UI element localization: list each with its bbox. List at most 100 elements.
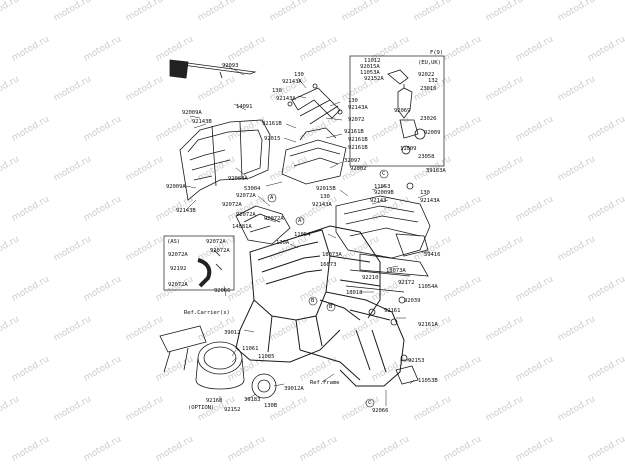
- label-92093: 92093: [222, 63, 239, 69]
- label-18073a-a: 18073A: [322, 252, 342, 258]
- label-92002: 92002: [350, 166, 367, 172]
- label-92066-a: 92066: [214, 288, 231, 294]
- label-92143b-bottom: 92143B: [176, 208, 196, 214]
- label-92009b: 92009B: [374, 190, 394, 196]
- label-92161b-b: 92161B: [344, 129, 364, 135]
- fender-bracket-drawing: [235, 205, 291, 245]
- label-as-92072a-a: 92072A: [206, 239, 226, 245]
- label-eu-132: 132: [428, 78, 438, 84]
- label-11061: 11061: [242, 346, 259, 352]
- ref-circle-a-2: A: [298, 218, 302, 224]
- label-eu-23026: 23026: [420, 116, 437, 122]
- air-box-drawing: [281, 127, 347, 185]
- label-92072: 92072: [348, 117, 365, 123]
- label-32097: 32097: [344, 158, 361, 164]
- label-92143a-d: 92143A: [312, 202, 332, 208]
- label-92161b-d: 92161B: [348, 145, 368, 151]
- front-fender-panel-drawing: [179, 119, 271, 201]
- label-14081a: 14081A: [232, 224, 252, 230]
- label-53004: 53004: [244, 186, 261, 192]
- label-92172: 92172: [398, 280, 415, 286]
- label-92009a-top: 92009A: [182, 110, 202, 116]
- label-92015b: 92015B: [316, 186, 336, 192]
- right-hardware-drawing: [368, 182, 419, 385]
- label-eu-92152a: 92152A: [364, 76, 384, 82]
- label-39183: 39183: [244, 397, 261, 403]
- label-92009a-bottom: 92009A: [166, 184, 186, 190]
- label-92143a-a: 92143A: [282, 79, 302, 85]
- label-39183a: 39183A: [426, 168, 446, 174]
- label-92039: 92039: [404, 298, 421, 304]
- label-14091: 14091: [236, 104, 253, 110]
- as-inset-drawing: [163, 235, 235, 291]
- label-92143: 92143: [370, 198, 387, 204]
- label-eu-92069: 92069: [394, 108, 411, 114]
- label-eu-92015a: 92015A: [360, 64, 380, 70]
- leader-lines: [185, 63, 430, 406]
- label-92153: 92153: [408, 358, 425, 364]
- label-eu-92009: 92009: [424, 130, 441, 136]
- label-eu-23058: 23058: [418, 154, 435, 160]
- label-as-92192: 92192: [170, 266, 187, 272]
- label-92210: 92210: [362, 275, 379, 281]
- label-59416: 59416: [424, 252, 441, 258]
- cross-bracket-drawing: [287, 83, 343, 125]
- label-130-e: 130: [420, 190, 430, 196]
- ref-circle-b-1: B: [311, 298, 315, 304]
- label-as-92072a-b: 92072A: [168, 252, 188, 258]
- main-frame-drawing: [235, 225, 405, 387]
- label-eu-11009: 11009: [400, 146, 417, 152]
- label-eu-11053a: 11053A: [360, 70, 380, 76]
- label-92161a: 92161A: [418, 322, 438, 328]
- label-92083a: 92083A: [228, 176, 248, 182]
- label-92161: 92161: [384, 308, 401, 314]
- label-130-d: 130: [320, 194, 330, 200]
- label-92143b-top: 92143B: [192, 119, 212, 125]
- label-92160: 92160: [206, 398, 223, 404]
- label-18073a-b: 18073A: [386, 268, 406, 274]
- label-130-a: 130: [294, 72, 304, 78]
- label-39012a: 39012A: [284, 386, 304, 392]
- label-130a: 130A: [276, 240, 290, 246]
- label-18018: 18018: [346, 290, 363, 296]
- trim-strip-drawing: [169, 59, 257, 79]
- label-ref-carrier: Ref.Carrier(s): [184, 310, 230, 316]
- label-92161b-c: 92161B: [348, 137, 368, 143]
- label-as-note: (AS): [167, 239, 181, 245]
- label-39012: 39012: [224, 330, 241, 336]
- label-as-92072a-d: 92072A: [168, 282, 188, 288]
- label-92072a-a: 92072A: [236, 193, 256, 199]
- reference-circles: [267, 169, 389, 408]
- label-92143a-c: 92143A: [348, 105, 368, 111]
- label-11085: 11085: [258, 354, 275, 360]
- label-92143a-e: 92143A: [420, 198, 440, 204]
- label-eu-23016: 23016: [420, 86, 437, 92]
- label-130b: 130B: [264, 403, 278, 409]
- label-11054: 11054: [294, 232, 311, 238]
- label-eu-92022: 92022: [418, 72, 435, 78]
- label-92152: 92152: [224, 407, 241, 413]
- label-92143a-b: 92143A: [276, 96, 296, 102]
- ref-circle-b-2: B: [329, 304, 333, 310]
- label-as-92072a-c: 92072A: [210, 248, 230, 254]
- label-130-b: 130: [272, 88, 282, 94]
- label-92066-b: 92066: [372, 408, 389, 414]
- label-eu-note: (EU,UK): [418, 60, 441, 66]
- ref-circle-c-2: C: [368, 400, 372, 406]
- label-11053: 11053: [374, 184, 391, 190]
- label-92161b-a: 92161B: [262, 121, 282, 127]
- label-92015: 92015: [264, 136, 281, 142]
- label-11053b: 11053B: [418, 378, 438, 384]
- label-92072a-c: 92072A: [236, 212, 256, 218]
- label-16073: 16073: [320, 262, 337, 268]
- label-option-note: (OPTION): [188, 405, 215, 411]
- eu-uk-inset-drawing: [349, 55, 445, 167]
- seat-base-drawing: [335, 195, 431, 293]
- label-eu-code: F(9): [430, 50, 444, 56]
- air-cleaner-drawing: [159, 325, 277, 399]
- ref-circle-a-1: A: [270, 195, 274, 201]
- label-11054a: 11054A: [418, 284, 438, 290]
- label-92072a-d: 92072A: [264, 216, 284, 222]
